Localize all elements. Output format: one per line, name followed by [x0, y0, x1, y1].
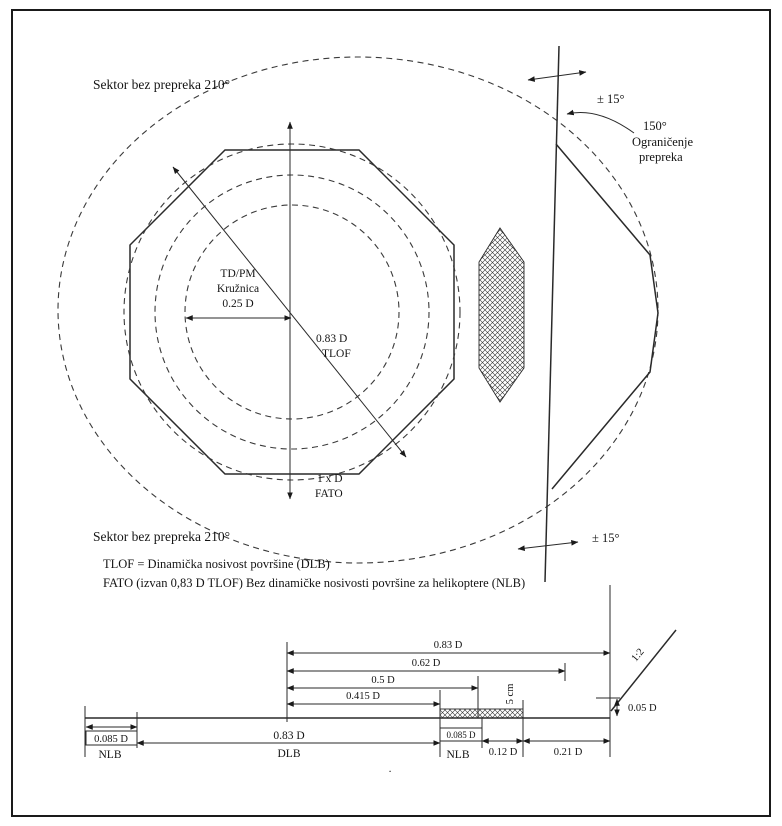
tdpm-label-line3: 0.25 D	[222, 298, 253, 310]
raised-edge-hatched-strip	[439, 708, 524, 719]
sector-boundary-line	[544, 45, 560, 583]
hatched-transition-area	[478, 227, 525, 403]
fato-dim-label: 1 x D	[317, 473, 343, 485]
dim-012-label: 0.12 D	[489, 747, 518, 758]
right-nlb-width-label: 0.085 D	[447, 730, 477, 740]
fato-sublabel: FATO	[315, 488, 343, 500]
right-nlb-label: NLB	[447, 749, 470, 761]
deg150-curved-arrow	[566, 109, 635, 134]
left-nlb-box	[85, 730, 138, 746]
tdpm-label-line2: Kružnica	[217, 283, 259, 295]
plus15-top-label: ± 15°	[597, 92, 624, 106]
tlof-circle-outer	[123, 143, 461, 481]
dim-005-label: 0.05 D	[628, 703, 657, 714]
fato-octagon	[129, 149, 455, 475]
tlof-sublabel: TLOF	[322, 348, 351, 360]
dim-0415-label: 0.415 D	[346, 691, 380, 702]
tlof-dim-label: 0.83 D	[316, 333, 347, 345]
obstacle-limit-label-line1: Ograničenje	[632, 135, 694, 149]
dim-083-label: 0.83 D	[434, 640, 463, 651]
dim-021-label: 0.21 D	[554, 747, 583, 758]
plus15-bottom-label: ± 15°	[592, 531, 619, 545]
slope-line	[610, 629, 677, 712]
safety-area-dashed-boundary	[57, 56, 659, 564]
legend-line-1: TLOF = Dinamička nosivost površine (DLB)	[103, 557, 330, 571]
slope-ratio-label: 1:2	[630, 647, 647, 664]
page-border	[11, 9, 771, 817]
tlof-circle-inner	[184, 204, 400, 420]
dlb-label: DLB	[278, 748, 301, 760]
sector-bottom-label: Sektor bez prepreka 210°	[93, 529, 230, 544]
left-nlb-label: NLB	[99, 749, 122, 761]
stray-dot: .	[389, 763, 392, 775]
plus15-top-arrow	[527, 70, 587, 82]
obstacle-limit-label-line2: prepreka	[639, 150, 683, 164]
tlof-diameter-arrow	[172, 166, 407, 458]
deg150-label: 150°	[643, 119, 667, 133]
dim-05-label: 0.5 D	[371, 675, 395, 686]
legend: TLOF = Dinamička nosivost površine (DLB)…	[103, 557, 525, 590]
cross-section: 0.83 D 0.62 D 0.5 D 0.415 D 5 cm 1:2 0.0…	[84, 585, 677, 775]
tlof-circle-mid	[154, 174, 430, 450]
dlb-width-label: 0.83 D	[273, 730, 304, 742]
legend-line-2: FATO (izvan 0,83 D TLOF) Bez dinamičke n…	[103, 576, 525, 590]
height-5cm-label: 5 cm	[505, 684, 516, 705]
plus15-bottom-arrow	[517, 539, 579, 552]
obstacle-limitation-outline	[551, 143, 659, 490]
sector-top-label: Sektor bez prepreka 210°	[93, 77, 230, 92]
left-nlb-width-label: 0.085 D	[94, 734, 128, 745]
plan-view: Sektor bez prepreka 210° Sektor bez prep…	[57, 45, 694, 583]
dim-062-label: 0.62 D	[412, 658, 441, 669]
right-nlb-box	[439, 727, 483, 742]
tdpm-label-line1: TD/PM	[220, 268, 255, 280]
